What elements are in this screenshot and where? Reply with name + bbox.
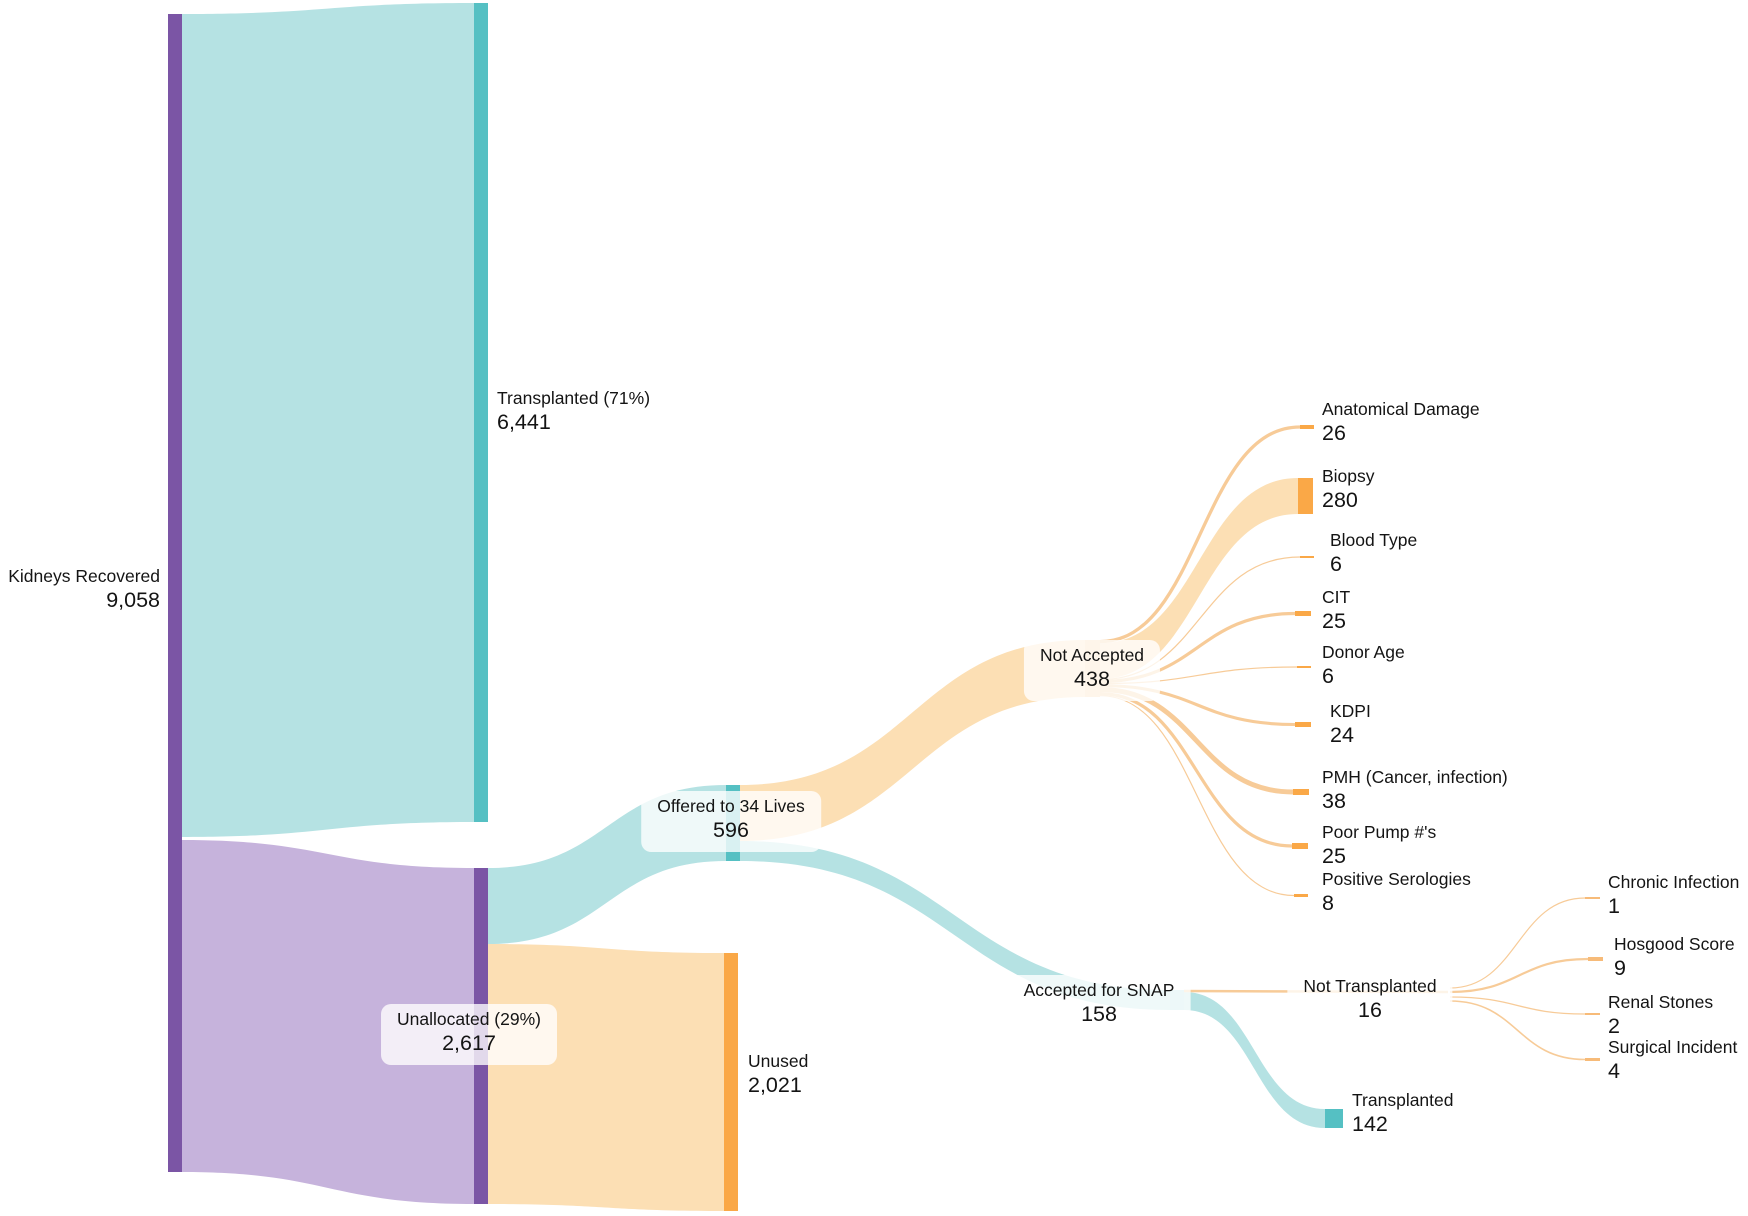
node-label: Unused [748,1051,809,1071]
node-value: 1 [1608,894,1620,919]
node-label: Not Accepted [1039,645,1145,665]
label-surgical-incident: Surgical Incident 4 [1608,1037,1737,1085]
label-donor-age: Donor Age 6 [1322,642,1405,690]
node-transplanted-main [474,3,488,822]
node-label: KDPI [1330,701,1371,721]
label-poor-pump: Poor Pump #'s 25 [1322,822,1436,870]
node-kidneys-recovered [168,14,182,1172]
node-value: 9 [1614,956,1626,981]
node-hosgood-score [1588,957,1603,961]
node-donor-age [1297,666,1311,668]
node-surgical-incident [1585,1058,1600,1061]
node-value: 280 [1322,488,1358,513]
flow-not-transplanted-chronic [1449,897,1586,989]
node-label: Not Transplanted [1303,976,1437,996]
flow-offered-not-accepted [740,640,1085,841]
flow-not-accepted-poor-pump [1099,692,1293,848]
node-label: Accepted for SNAP [1023,980,1175,1000]
node-value: 25 [1322,844,1346,869]
node-label: Unallocated (29%) [397,1009,541,1029]
label-biopsy: Biopsy 280 [1322,466,1375,514]
label-renal-stones: Renal Stones 2 [1608,992,1713,1040]
node-value: 2 [1608,1014,1620,1039]
node-label: Renal Stones [1608,992,1714,1012]
label-transplanted-snap: Transplanted 142 [1352,1090,1454,1138]
label-offered-34-lives: Offered to 34 Lives 596 [641,791,821,852]
node-label: Positive Serologies [1322,869,1471,889]
node-value: 6,441 [497,410,551,435]
node-renal-stones [1585,1013,1600,1015]
label-unused: Unused 2,021 [748,1051,808,1099]
label-anatomical-damage: Anatomical Damage 26 [1322,399,1480,447]
node-value: 2,021 [748,1073,802,1098]
node-value: 142 [1352,1112,1388,1137]
node-biopsy [1298,478,1313,514]
label-cit: CIT 25 [1322,587,1350,635]
node-value: 158 [1081,1002,1117,1027]
node-label: Poor Pump #'s [1322,822,1437,842]
node-value: 6 [1322,664,1334,689]
node-label: Biopsy [1322,466,1375,486]
node-label: CIT [1322,587,1351,607]
node-label: Donor Age [1322,642,1405,662]
node-chronic-infection [1585,897,1600,899]
label-chronic-infection: Chronic Infection 1 [1608,872,1739,920]
label-kdpi: KDPI 24 [1330,701,1371,749]
node-label: Surgical Incident [1608,1037,1738,1057]
node-value: 4 [1608,1059,1620,1084]
flow-kidneys-unallocated [182,840,474,1204]
node-label: Transplanted (71%) [497,388,651,408]
node-value: 16 [1358,998,1382,1023]
node-label: Offered to 34 Lives [657,796,805,816]
flow-not-accepted-biopsy [1100,478,1298,680]
node-value: 438 [1074,667,1110,692]
flow-snap-transplanted [1184,992,1325,1128]
node-pmh [1293,789,1309,795]
label-not-accepted: Not Accepted 438 [1023,640,1161,701]
node-label: PMH (Cancer, infection) [1322,767,1508,787]
node-value: 596 [713,818,749,843]
node-unused [724,953,738,1211]
node-value: 6 [1330,552,1342,577]
node-label: Anatomical Damage [1322,399,1480,419]
label-pmh: PMH (Cancer, infection) 38 [1322,767,1508,815]
node-label: Hosgood Score [1614,934,1735,954]
node-poor-pump [1292,843,1308,849]
node-transplanted-snap [1325,1109,1343,1128]
label-hosgood-score: Hosgood Score 9 [1614,934,1735,982]
label-transplanted-main: Transplanted (71%) 6,441 [497,388,650,436]
label-unallocated: Unallocated (29%) 2,617 [381,1004,557,1065]
flow-not-accepted-pos-serologies [1099,695,1295,897]
node-value: 9,058 [106,588,160,613]
node-kdpi [1295,722,1311,727]
flow-not-transplanted-surgical [1449,1000,1586,1061]
node-cit [1295,611,1311,616]
node-label: Chronic Infection [1608,872,1740,892]
flow-offered-accepted-snap [740,841,1170,1010]
flow-not-transplanted-renal [1449,996,1586,1015]
label-positive-serologies: Positive Serologies 8 [1322,869,1471,917]
label-kidneys-recovered: Kidneys Recovered 9,058 [8,566,160,614]
label-accepted-for-snap: Accepted for SNAP 158 [1007,975,1191,1036]
node-anatomical-damage [1300,425,1314,429]
flow-not-accepted-anatomical [1099,425,1301,644]
flow-kidneys-transplanted [182,3,474,837]
node-value: 8 [1322,891,1334,916]
node-value: 38 [1322,789,1346,814]
node-positive-serologies [1294,894,1308,897]
node-label: Kidneys Recovered [8,566,160,586]
flow-unallocated-unused [488,944,724,1211]
flow-not-transplanted-hosgood [1449,957,1589,994]
label-not-transplanted: Not Transplanted 16 [1287,971,1453,1032]
node-label: Transplanted [1352,1090,1454,1110]
node-label: Blood Type [1330,530,1418,550]
node-value: 25 [1322,609,1346,634]
label-blood-type: Blood Type 6 [1330,530,1417,578]
node-value: 26 [1322,421,1346,446]
node-value: 24 [1330,723,1354,748]
node-value: 2,617 [442,1031,496,1056]
node-blood-type [1300,556,1314,558]
